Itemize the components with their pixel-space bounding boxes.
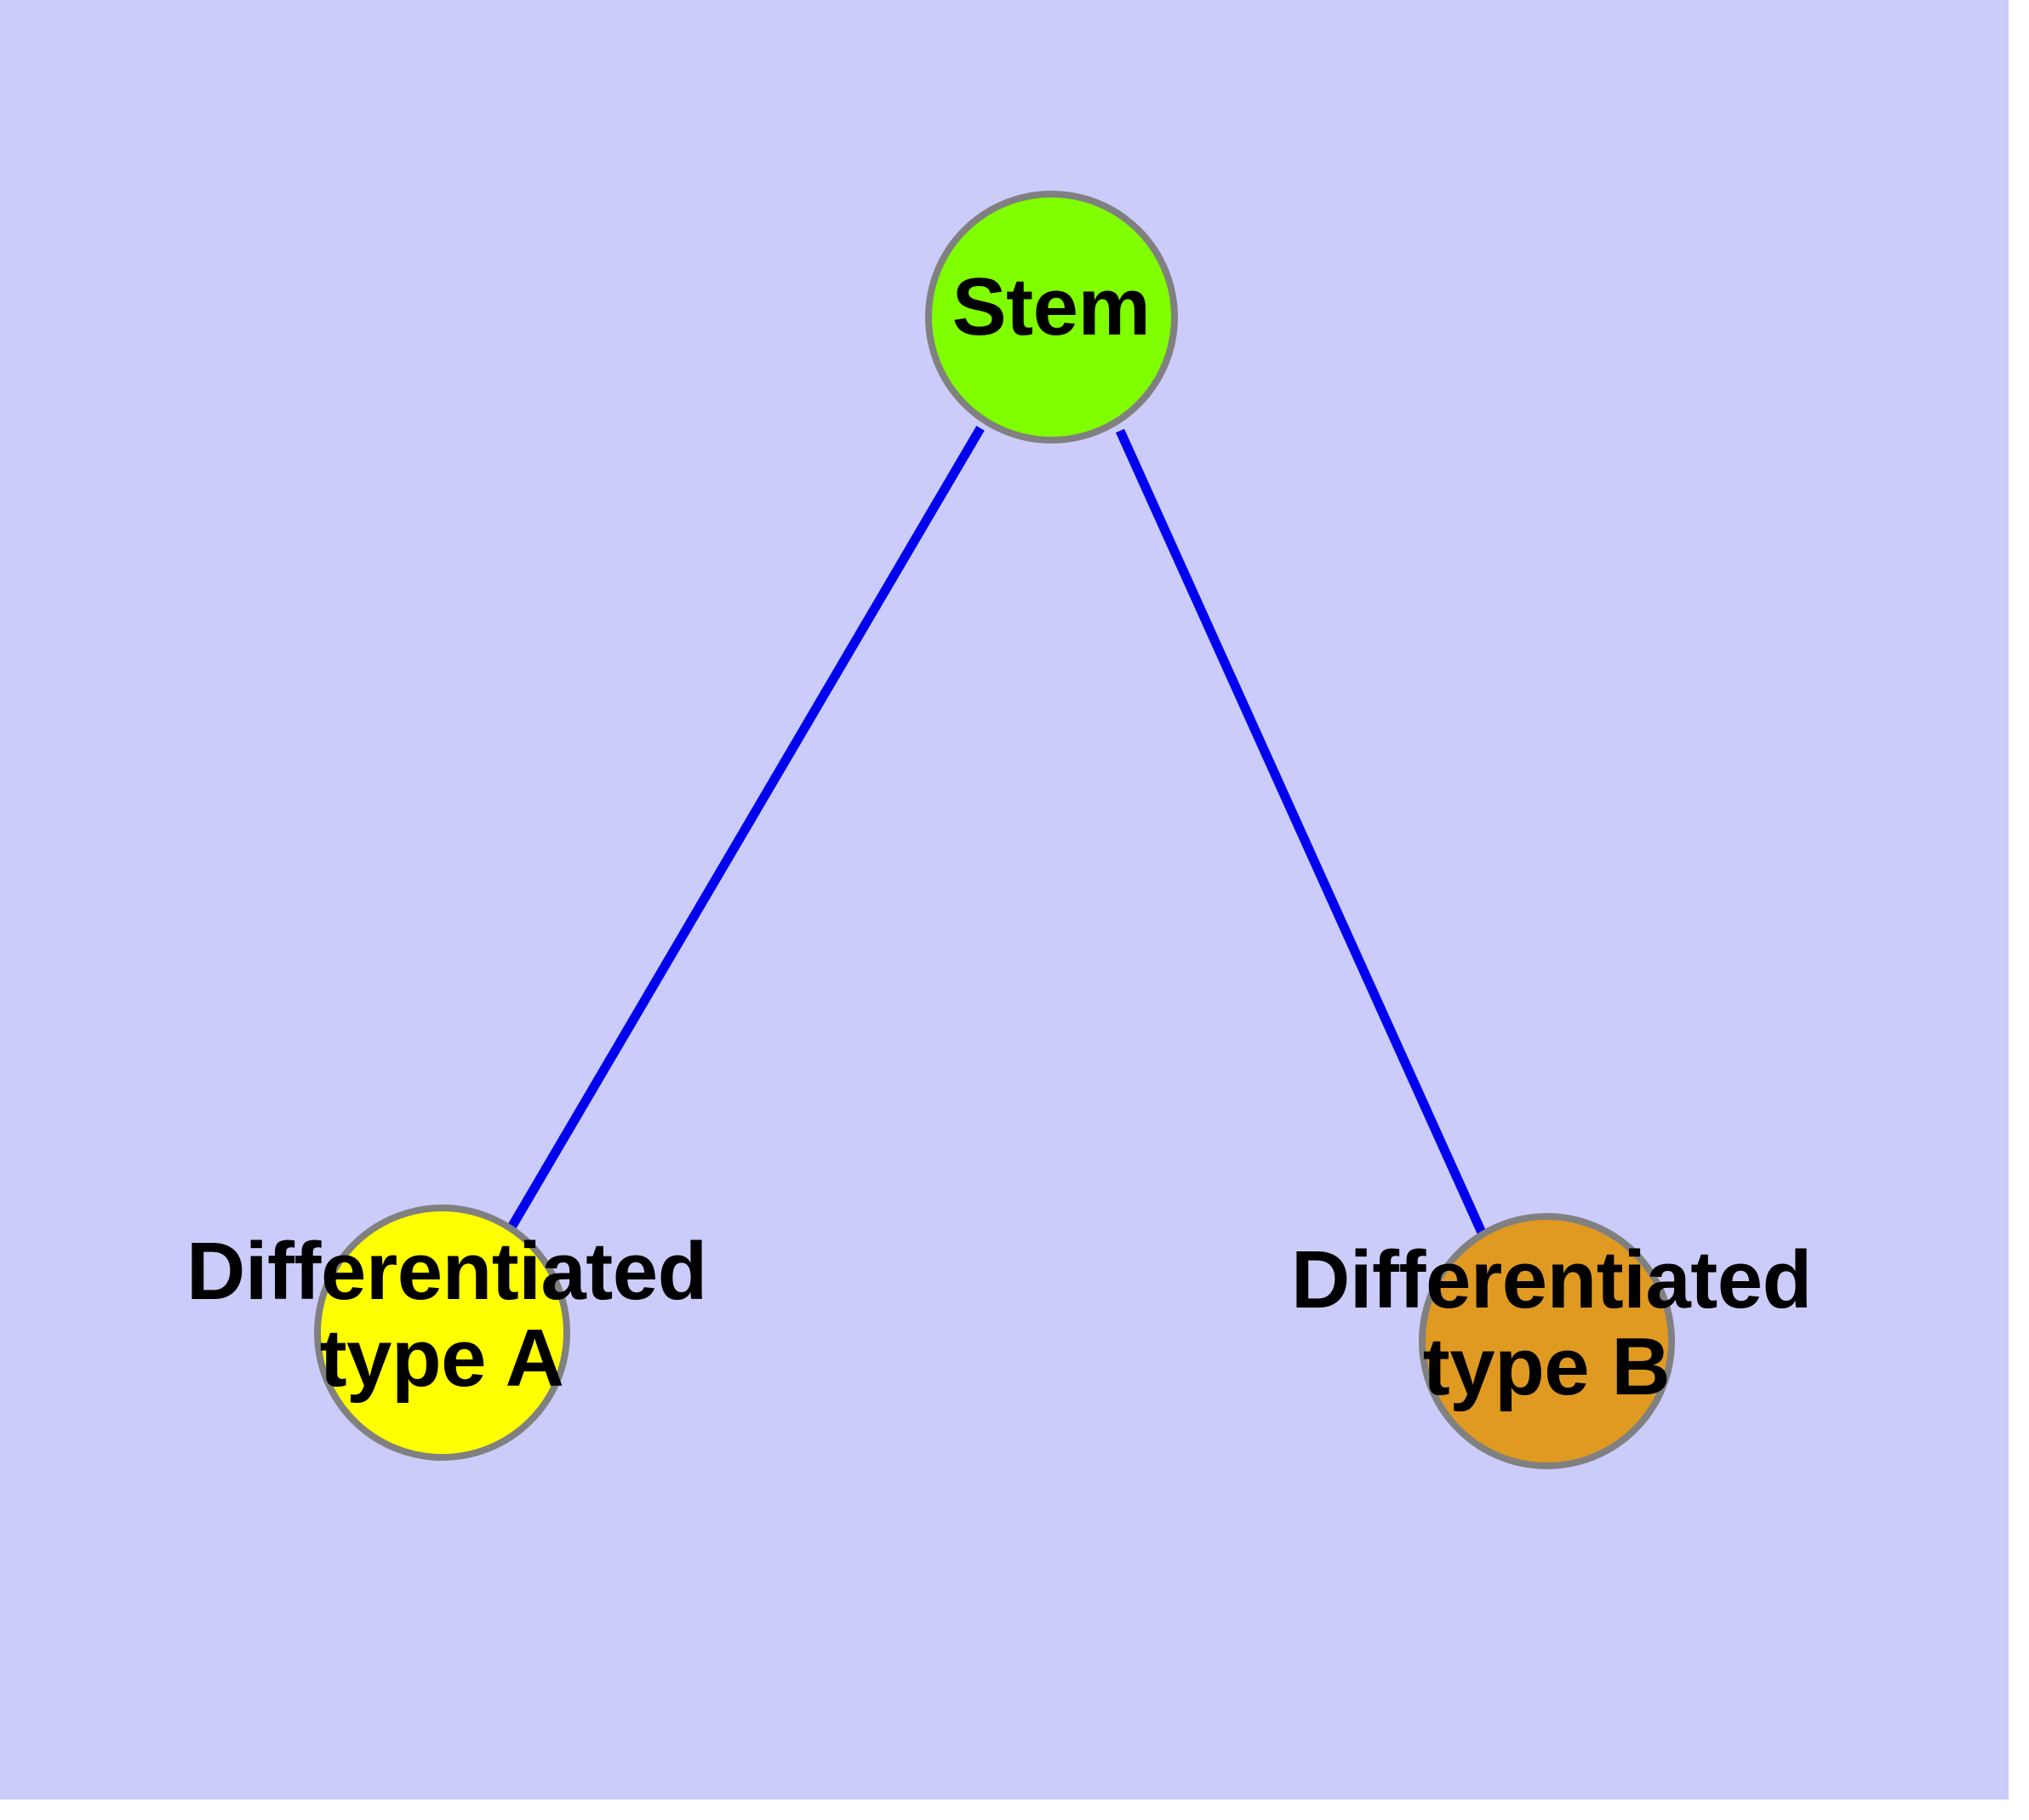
node-stem[interactable] <box>925 191 1178 444</box>
node-differentiated-type-b[interactable] <box>1419 1213 1675 1469</box>
node-differentiated-type-a[interactable] <box>314 1205 570 1461</box>
